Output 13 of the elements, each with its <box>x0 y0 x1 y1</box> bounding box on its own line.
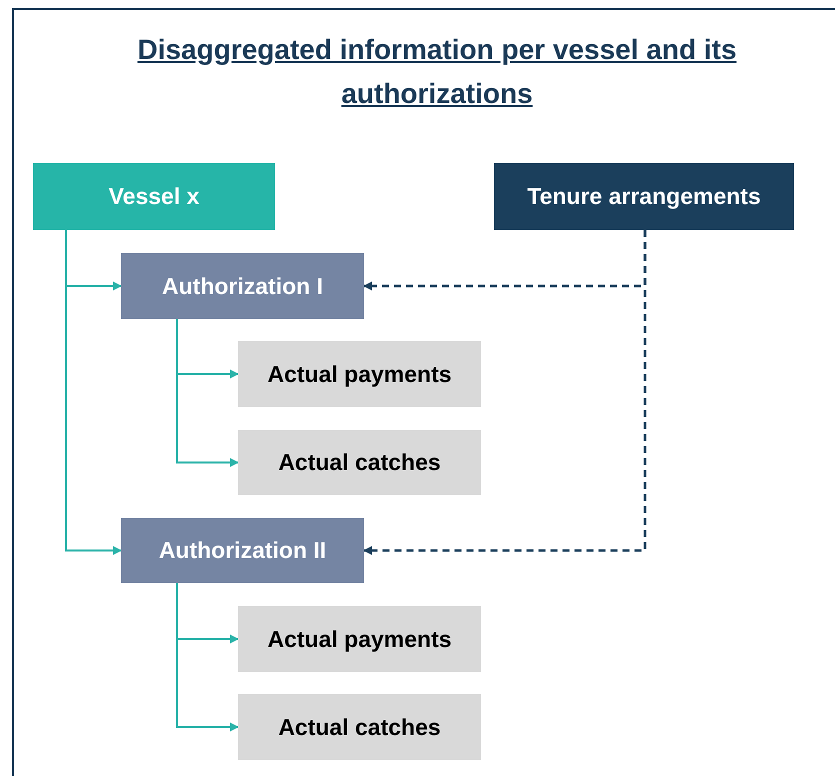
process-box: Actual catches <box>238 694 481 760</box>
process-box: Actual payments <box>238 606 481 672</box>
process-box: Actual payments <box>238 341 481 407</box>
process-box: Tenure arrangements <box>494 163 794 230</box>
arrow <box>65 230 122 555</box>
arrow <box>176 583 239 732</box>
process-box: Authorization II <box>121 518 364 583</box>
process-box: Authorization I <box>121 253 364 319</box>
process-box: Vessel x <box>33 163 275 230</box>
process-box: Actual catches <box>238 430 481 495</box>
arrow <box>363 230 646 555</box>
arrow <box>176 319 239 467</box>
title: Disaggregated information per vessel and its authorizations <box>136 33 738 111</box>
